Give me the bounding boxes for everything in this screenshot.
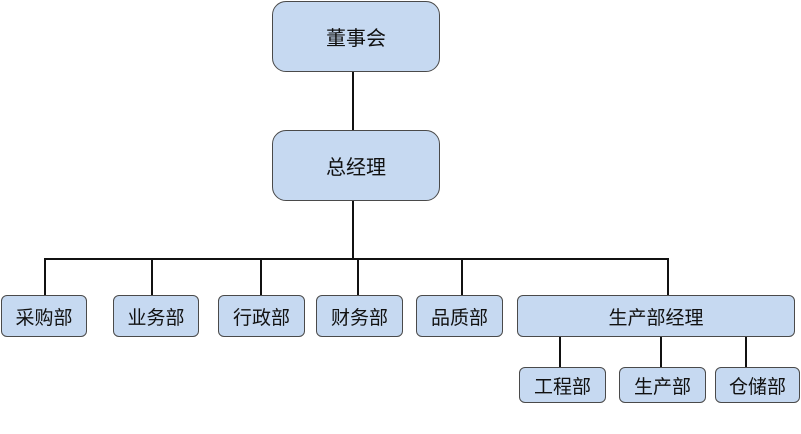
node-sub-warehouse: 仓储部: [715, 367, 800, 403]
node-board: 董事会: [272, 1, 440, 72]
connector-sub-warehouse: [745, 336, 747, 367]
node-sub-engineering: 工程部: [519, 367, 606, 403]
node-dept-admin: 行政部: [218, 295, 305, 337]
connector-dept-production-manager: [667, 258, 669, 295]
connector-gm-to-bus: [352, 201, 354, 259]
node-board-label: 董事会: [326, 26, 386, 50]
connector-board-to-gm: [352, 72, 354, 130]
connector-dept-finance: [357, 258, 359, 295]
connector-sub-engineering: [559, 336, 561, 367]
node-dept-admin-label: 行政部: [232, 306, 290, 329]
node-dept-business-label: 业务部: [127, 306, 185, 329]
connector-dept-quality: [461, 258, 463, 295]
node-general-manager-label: 总经理: [326, 155, 386, 179]
node-sub-engineering-label: 工程部: [533, 375, 591, 398]
department-bus-line: [44, 258, 669, 260]
node-general-manager: 总经理: [272, 130, 440, 201]
connector-dept-business: [151, 258, 153, 295]
node-dept-production-manager-label: 生产部经理: [608, 306, 704, 329]
connector-sub-production: [660, 336, 662, 367]
node-dept-business: 业务部: [113, 295, 199, 337]
node-sub-warehouse-label: 仓储部: [728, 375, 786, 398]
connector-dept-procurement: [44, 258, 46, 295]
node-dept-procurement: 采购部: [1, 295, 87, 337]
node-sub-production-label: 生产部: [633, 375, 691, 398]
node-dept-quality: 品质部: [416, 295, 503, 337]
node-dept-quality-label: 品质部: [430, 306, 488, 329]
node-dept-finance: 财务部: [316, 295, 403, 337]
node-dept-finance-label: 财务部: [330, 306, 388, 329]
node-dept-procurement-label: 采购部: [15, 306, 73, 329]
node-sub-production: 生产部: [619, 367, 706, 403]
connector-dept-admin: [260, 258, 262, 295]
node-dept-production-manager: 生产部经理: [517, 295, 795, 337]
